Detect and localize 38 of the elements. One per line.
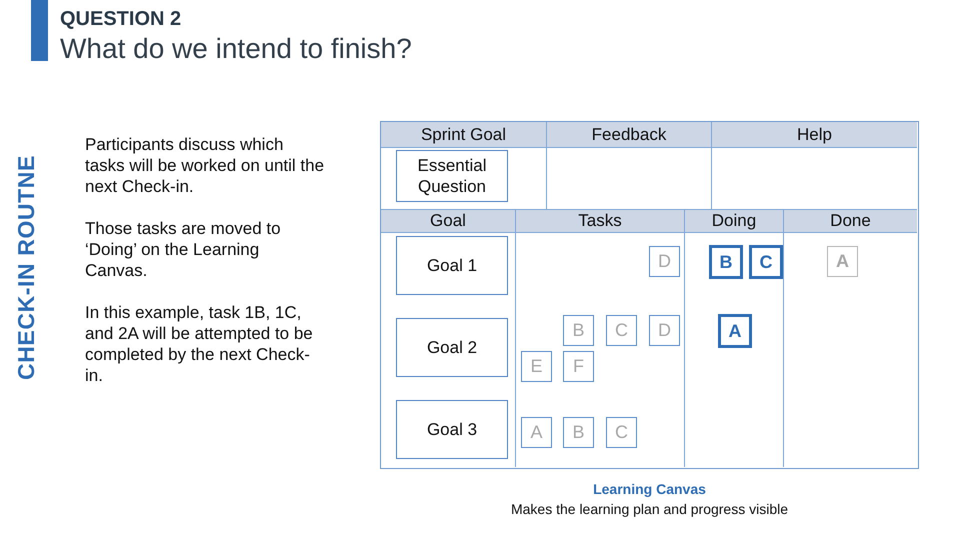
column-header: Done <box>784 210 917 233</box>
paragraph: Participants discuss which tasks will be worked on until the next Check-in. <box>85 134 325 197</box>
task-card: B <box>563 417 594 448</box>
learning-canvas <box>380 121 919 469</box>
task-card: C <box>606 417 637 448</box>
paragraph: Those tasks are moved to ‘Doing’ on the Learning Canvas. <box>85 218 282 281</box>
task-card: C <box>606 315 637 346</box>
column-header: Help <box>712 122 917 148</box>
goal-card: Goal 3 <box>396 400 508 459</box>
board-column <box>685 209 784 467</box>
task-card: E <box>521 351 552 382</box>
caption-title: Learning Canvas <box>592 480 707 498</box>
board-column <box>381 209 516 467</box>
column-header: Sprint Goal <box>381 122 546 148</box>
question-card: Essential Question <box>396 150 508 202</box>
board-column <box>381 122 547 210</box>
task-card: C <box>749 245 783 279</box>
section-label: CHECK-IN ROUTNE <box>12 154 40 382</box>
task-card: A <box>521 417 552 448</box>
task-card: F <box>563 351 594 382</box>
column-header: Tasks <box>516 210 684 233</box>
goal-card: Goal 2 <box>396 318 508 377</box>
task-card: B <box>709 245 743 279</box>
column-header: Goal <box>381 210 515 233</box>
task-card: D <box>649 246 680 277</box>
goal-card: Goal 1 <box>396 236 508 295</box>
column-header: Feedback <box>547 122 711 148</box>
paragraph: In this example, task 1B, 1C, and 2A will be attempted to be completed by the next Check-in. <box>85 302 314 386</box>
task-card: A <box>827 246 858 277</box>
question-number: QUESTION 2 <box>60 8 182 31</box>
task-card: D <box>649 315 680 346</box>
task-card: B <box>563 315 594 346</box>
task-card: A <box>718 314 752 348</box>
board-column <box>547 122 712 210</box>
caption-text: Makes the learning plan and progress visible <box>510 500 790 518</box>
board-column <box>516 209 685 467</box>
page-title: What do we intend to finish? <box>60 33 412 65</box>
column-header: Doing <box>685 210 783 233</box>
